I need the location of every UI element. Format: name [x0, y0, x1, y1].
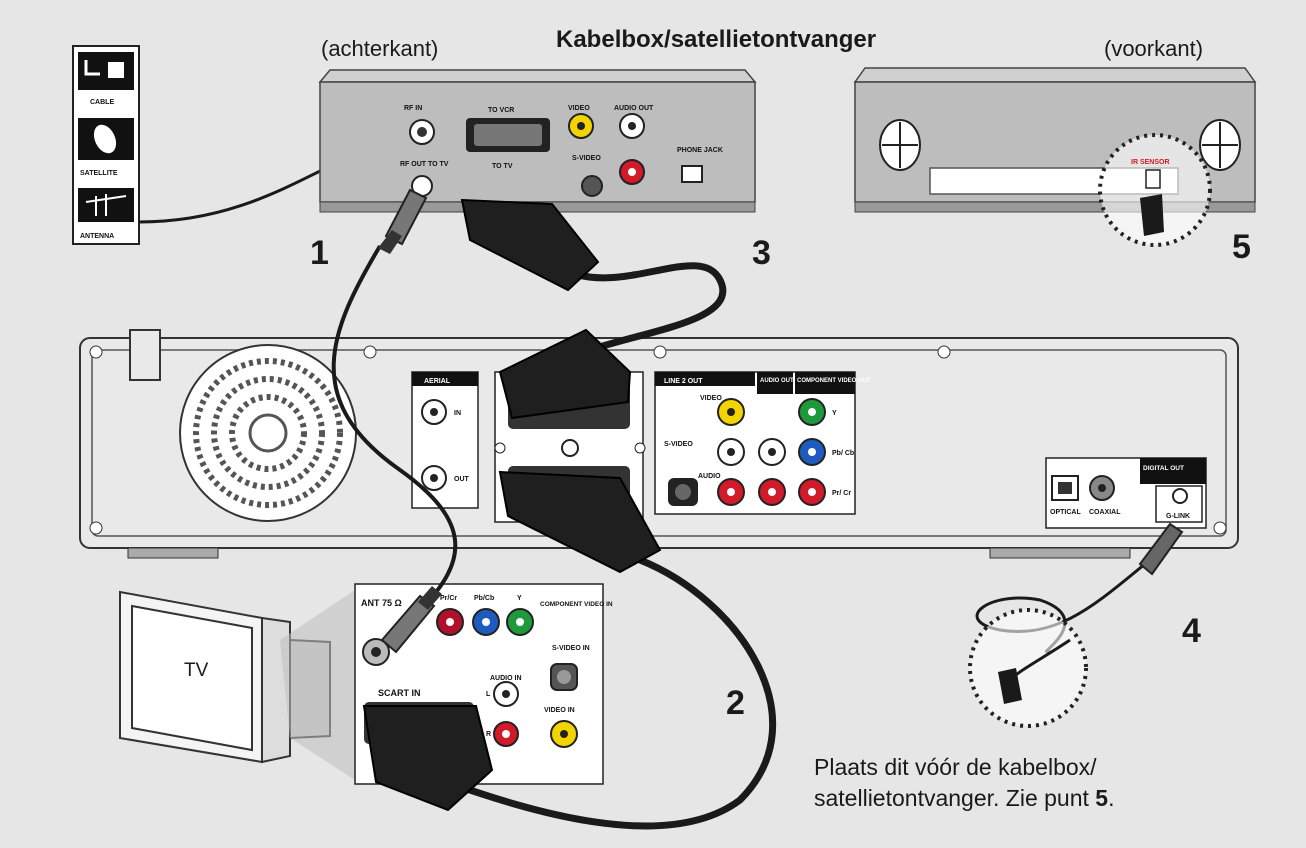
- aerial-label: AERIAL: [424, 378, 451, 385]
- tv-audio-l-label: L: [486, 691, 491, 698]
- settop-s-video-label: S-VIDEO: [572, 155, 601, 162]
- g-link-plug: [1138, 522, 1184, 576]
- to-tv-label: TO TV: [492, 163, 513, 170]
- recorder-audio-label: AUDIO: [698, 473, 721, 480]
- placement-note-end: .: [1108, 785, 1115, 811]
- tv-pr-cr-label: Pr/Cr: [440, 595, 457, 602]
- aerial-out-label: OUT: [454, 476, 470, 483]
- tv-set: [119, 590, 355, 780]
- tv-screen-label: TV: [184, 660, 209, 681]
- cable-label: CABLE: [90, 99, 114, 106]
- step-3-marker: 3: [752, 234, 771, 272]
- tv-component-video-in-label: COMPONENT VIDEO IN: [540, 601, 613, 608]
- scart-cable-tv: [438, 556, 777, 830]
- placement-note-text: Plaats dit vóór de kabelbox/ satellieton…: [814, 754, 1097, 811]
- fan-grille-icon: [179, 344, 357, 522]
- tv-audio-r-label: R: [486, 731, 491, 738]
- step-1-marker: 1: [310, 234, 329, 272]
- recorder-rear: AERIAL IN OUT LINE 2 OUT AUDIO OUT COMPO…: [79, 329, 1239, 559]
- scart-plug-recorder-upper: [498, 328, 632, 420]
- recorder-pb-cb-label: Pb/ Cb: [832, 450, 854, 457]
- cable-source-icon: CABLE: [78, 52, 134, 106]
- tv-video-in-label: VIDEO IN: [544, 707, 575, 714]
- front-view-label: (voorkant): [1104, 36, 1204, 61]
- optical-label: OPTICAL: [1050, 509, 1081, 516]
- diagram-title: Kabelbox/satellietontvanger: [556, 26, 877, 53]
- step-5-marker: 5: [1232, 228, 1251, 266]
- component-video-out-label: COMPONENT VIDEO OUT: [797, 378, 871, 384]
- scart-plug-recorder-lower: [498, 470, 662, 574]
- digital-out-label: DIGITAL OUT: [1143, 465, 1184, 472]
- tv-y-label: Y: [517, 595, 522, 602]
- aerial-in-label: IN: [454, 410, 461, 417]
- rf-cable: [331, 244, 458, 612]
- tv-s-video-in-label: S-VIDEO IN: [552, 645, 590, 652]
- settop-box-front: IR SENSOR: [853, 67, 1257, 247]
- to-vcr-label: TO VCR: [488, 107, 514, 114]
- g-link-label: G-LINK: [1166, 513, 1190, 520]
- tv-ant-label: ANT 75 Ω: [361, 598, 402, 608]
- scart-cable-box: [558, 262, 727, 354]
- scart-plug-tv: [362, 705, 494, 812]
- recorder-s-video-label: S-VIDEO: [664, 441, 693, 448]
- coaxial-label: COAXIAL: [1089, 509, 1121, 516]
- recorder-pr-cr-label: Pr/ Cr: [832, 490, 851, 497]
- satellite-label: SATELLITE: [80, 170, 118, 177]
- tv-scart-in-label: SCART IN: [378, 688, 421, 698]
- recorder-audio-out-label: AUDIO OUT: [760, 378, 794, 384]
- placement-note-step: 5: [1095, 785, 1109, 811]
- g-link-emitter: [998, 668, 1022, 704]
- tv-audio-in-label: AUDIO IN: [490, 675, 522, 682]
- antenna-label: ANTENNA: [80, 233, 114, 240]
- step-4-marker: 4: [1182, 612, 1201, 650]
- settop-audio-out-label: AUDIO OUT: [614, 105, 654, 112]
- ir-sensor-callout: [1098, 133, 1212, 247]
- satellite-source-icon: SATELLITE: [78, 118, 134, 177]
- rf-plug-top: [378, 188, 428, 254]
- scart-plug-box: [460, 198, 600, 292]
- recorder-video-label: VIDEO: [700, 395, 722, 402]
- source-icons: CABLE SATELLITE ANTENNA: [72, 45, 140, 245]
- line2-out-label: LINE 2 OUT: [664, 378, 703, 385]
- placement-note: Plaats dit vóór de kabelbox/ satellieton…: [814, 752, 1254, 814]
- recorder-y-label: Y: [832, 410, 837, 417]
- phone-jack-label: PHONE JACK: [677, 147, 723, 154]
- ir-sensor-label: IR SENSOR: [1131, 159, 1170, 166]
- settop-box-rear: RF IN RF OUT TO TV TO VCR TO TV VIDEO AU…: [318, 69, 757, 213]
- rf-plug-bottom: [380, 586, 442, 654]
- rf-in-label: RF IN: [404, 105, 422, 112]
- tv-pb-cb-label: Pb/Cb: [474, 595, 494, 602]
- rear-view-label: (achterkant): [321, 36, 439, 61]
- rf-out-label: RF OUT TO TV: [400, 161, 449, 168]
- settop-video-label: VIDEO: [568, 105, 590, 112]
- antenna-source-icon: ANTENNA: [78, 188, 134, 240]
- step-2-marker: 2: [726, 684, 745, 722]
